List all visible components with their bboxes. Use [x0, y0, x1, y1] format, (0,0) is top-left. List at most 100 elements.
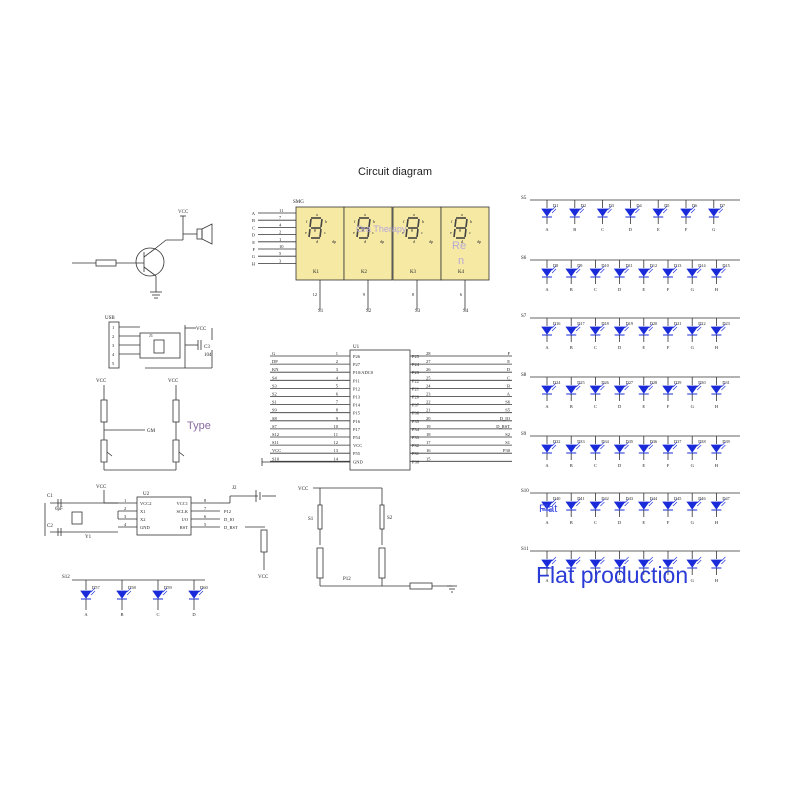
led-ray — [600, 441, 605, 447]
led-ray — [600, 385, 605, 391]
matrix-col-2-6: G — [691, 345, 695, 350]
matrix-led-label-D14: D14 — [698, 263, 706, 268]
matrix-col-2-0: A — [545, 345, 549, 350]
bot-led-col-2: C — [156, 612, 159, 617]
led-D2 — [569, 208, 581, 217]
led-ray — [575, 559, 581, 565]
matrix-led-label-D8: D8 — [553, 263, 558, 268]
matrix-led-label-D15: D15 — [722, 263, 729, 268]
seg-mark-d: d — [316, 239, 318, 244]
led-ray — [696, 444, 702, 450]
rtc-pin-I/O: I/O — [182, 517, 189, 522]
led-D29 — [662, 385, 674, 394]
led-ray — [696, 385, 702, 391]
transistor-q1 — [135, 247, 165, 277]
led-ray — [662, 205, 668, 211]
bot-led-col-3: D — [192, 612, 196, 617]
matrix-col-5-3: D — [618, 520, 622, 525]
mcu-pin-num-14: 14 — [334, 456, 339, 461]
led-D25 — [565, 385, 577, 394]
mcu-pin-num-19: 19 — [426, 424, 431, 429]
led-ray — [624, 501, 629, 507]
matrix-col-1-5: F — [667, 287, 670, 292]
led-ray — [551, 265, 557, 271]
led-D8 — [541, 268, 553, 277]
matrix-col-5-2: C — [594, 520, 597, 525]
led-D11 — [613, 268, 626, 277]
led-ray — [721, 501, 726, 507]
digit-K1 — [295, 206, 345, 281]
matrix-led-label-D28: D28 — [650, 380, 657, 385]
segment-bar — [319, 228, 322, 238]
button-res-0 — [316, 547, 324, 579]
matrix-col-6-1: B — [570, 578, 573, 583]
led-ray — [600, 265, 605, 271]
segment-bar — [357, 218, 360, 228]
matrix-col-3-2: C — [594, 404, 597, 409]
matrix-col-0-1: B — [573, 227, 576, 232]
led-d6-0 — [541, 559, 553, 568]
segment-bar — [356, 228, 359, 238]
mcu-net-left-10: S12 — [272, 432, 279, 437]
led-D46 — [686, 501, 698, 510]
led-D42 — [589, 501, 602, 510]
segment-bar — [368, 218, 371, 228]
matrix-col-6-0: A — [545, 578, 549, 583]
seg-mark-e: e — [402, 230, 404, 235]
matrix-led-label-D12: D12 — [650, 263, 657, 268]
matrix-col-6-5: F — [667, 578, 670, 583]
led-ray — [600, 498, 605, 504]
led-ray — [575, 323, 581, 329]
led-D36 — [638, 444, 650, 453]
bot-net-label: S12 — [62, 575, 70, 580]
led-ray — [551, 208, 557, 214]
led-D58 — [116, 590, 128, 599]
matrix-led-label-D38: D38 — [698, 439, 705, 444]
led-ray — [672, 268, 678, 274]
matrix-col-0-2: C — [601, 227, 604, 232]
led-D39 — [710, 444, 723, 453]
seg-mark-b: b — [470, 219, 472, 224]
mcu-net-right-6: S6 — [505, 400, 511, 405]
led-ray — [624, 444, 629, 450]
mcu-pin-num-22: 22 — [426, 400, 431, 405]
led-ray — [624, 498, 629, 504]
led-d6-6 — [686, 559, 698, 568]
led-ray — [696, 268, 702, 274]
led-D47 — [710, 501, 723, 510]
segment-bar — [465, 218, 468, 228]
watermark-n: n — [458, 255, 465, 267]
matrix-col-1-6: G — [691, 287, 695, 292]
mcu-net-left-5: S2 — [272, 392, 277, 397]
mcu-net-right-0: F — [507, 351, 510, 356]
led-ray — [721, 559, 726, 565]
matrix-col-6-4: E — [642, 578, 645, 583]
led-D21 — [662, 326, 674, 335]
mcu-pin-P34: P34 — [412, 427, 420, 432]
mcu-pin-P12: P12 — [353, 386, 360, 391]
led-ray — [721, 323, 726, 329]
led-ray — [672, 444, 678, 450]
seg-mark-e: e — [305, 230, 307, 235]
mcu-pin-num-15: 15 — [426, 456, 431, 461]
matrix-col-0-3: D — [629, 227, 633, 232]
led-D32 — [541, 444, 553, 453]
bot-led-label-D57: D57 — [92, 585, 100, 590]
rtc-net-2: D_RST — [224, 525, 238, 530]
led-D27 — [613, 385, 626, 394]
mcu-pin-num-3: 3 — [336, 367, 339, 372]
watermark-flat-production: Flat production — [536, 562, 689, 588]
led-d6-7 — [710, 559, 723, 568]
matrix-led-label-D45: D45 — [674, 496, 681, 501]
led-D45 — [662, 501, 674, 510]
matrix-led-label-D3: D3 — [609, 203, 614, 208]
mcu-pin-num-10: 10 — [334, 424, 339, 429]
matrix-col-4-7: H — [715, 463, 719, 468]
matrix-col-5-0: A — [545, 520, 549, 525]
led-D22 — [686, 326, 698, 335]
matrix-col-5-1: B — [570, 520, 573, 525]
rtc-pin-X1: X1 — [140, 509, 146, 514]
digit-K4 — [440, 206, 490, 281]
seg-net-2: C — [252, 225, 255, 230]
